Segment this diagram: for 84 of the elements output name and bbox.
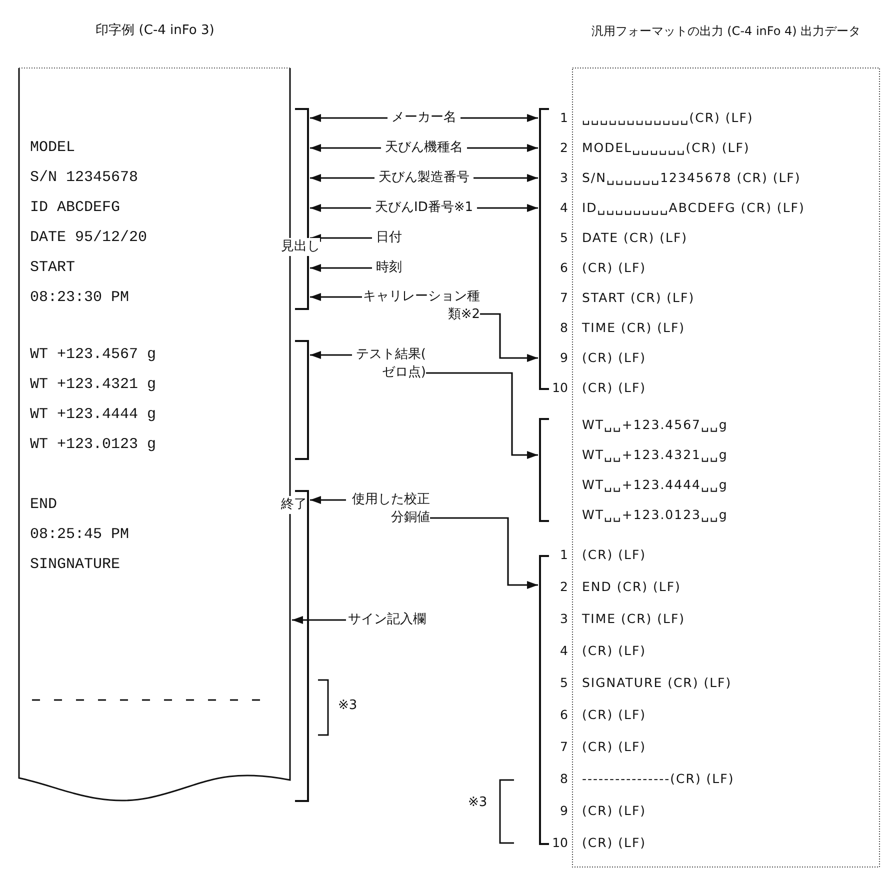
output-line: (CR) (LF) bbox=[582, 738, 646, 756]
output-line: (CR) (LF) bbox=[582, 349, 646, 367]
printed-line: ID ABCDEFG bbox=[30, 199, 120, 217]
arrow bbox=[430, 517, 538, 589]
printed-line: 08:25:45 PM bbox=[30, 526, 130, 544]
bracket-label: 見出し bbox=[281, 238, 320, 256]
bracket bbox=[294, 108, 310, 310]
arrow bbox=[310, 264, 372, 272]
output-line: (CR) (LF) bbox=[582, 642, 646, 660]
line-number: 10 bbox=[552, 834, 568, 852]
line-number: 4 bbox=[560, 199, 568, 217]
printed-line: WT +123.4567 g bbox=[30, 346, 156, 364]
line-number: 3 bbox=[560, 610, 568, 628]
output-line: TIME (CR) (LF) bbox=[582, 610, 686, 628]
output-line: (CR) (LF) bbox=[582, 379, 646, 397]
output-line: (CR) (LF) bbox=[582, 706, 646, 724]
note-mark: ※3 bbox=[468, 794, 488, 812]
bracket bbox=[294, 340, 310, 460]
output-line: S/N␣␣␣␣␣␣12345678 (CR) (LF) bbox=[582, 169, 801, 187]
line-number: 5 bbox=[560, 674, 568, 692]
bracket bbox=[538, 418, 550, 522]
line-number: 8 bbox=[560, 770, 568, 788]
output-line: WT␣␣+123.4444␣␣g bbox=[582, 476, 728, 494]
printed-line: SINGNATURE bbox=[30, 556, 120, 574]
callout-label: 日付 bbox=[372, 229, 402, 247]
output-line: WT␣␣+123.4567␣␣g bbox=[582, 416, 728, 434]
line-number: 8 bbox=[560, 319, 568, 337]
output-line: START (CR) (LF) bbox=[582, 289, 695, 307]
line-number: 9 bbox=[560, 349, 568, 367]
bracket-label: 終了 bbox=[281, 496, 307, 514]
output-line: (CR) (LF) bbox=[582, 834, 646, 852]
bracket bbox=[538, 108, 550, 390]
output-line: TIME (CR) (LF) bbox=[582, 319, 686, 337]
callout-label: テスト結果(ゼロ点) bbox=[352, 346, 426, 382]
line-number: 10 bbox=[552, 379, 568, 397]
output-line: (CR) (LF) bbox=[582, 259, 646, 277]
printed-line: WT +123.4321 g bbox=[30, 376, 156, 394]
printed-line: S/N 12345678 bbox=[30, 169, 138, 187]
callout-label: キャリレーション種類※2 bbox=[362, 288, 480, 324]
printed-line: START bbox=[30, 259, 76, 277]
callout-label: 使用した校正分銅値 bbox=[346, 491, 430, 527]
arrow bbox=[292, 616, 346, 624]
bracket bbox=[538, 555, 550, 845]
output-line: (CR) (LF) bbox=[582, 802, 646, 820]
heading: 印字例 (C-4 inFo 3) bbox=[94, 22, 216, 40]
output-line: SIGNATURE (CR) (LF) bbox=[582, 674, 732, 692]
bracket bbox=[294, 490, 310, 802]
arrow bbox=[310, 293, 362, 301]
arrow bbox=[310, 496, 346, 504]
output-line: (CR) (LF) bbox=[582, 546, 646, 564]
line-number: 7 bbox=[560, 289, 568, 307]
output-line: WT␣␣+123.0123␣␣g bbox=[582, 506, 728, 524]
line-number: 1 bbox=[560, 546, 568, 564]
line-number: 4 bbox=[560, 642, 568, 660]
line-number: 3 bbox=[560, 169, 568, 187]
output-line: WT␣␣+123.4321␣␣g bbox=[582, 446, 728, 464]
printed-line: END bbox=[30, 496, 58, 514]
arrow bbox=[480, 313, 538, 362]
arrow bbox=[310, 351, 352, 359]
note-mark: ※3 bbox=[338, 697, 358, 715]
printed-line: 08:23:30 PM bbox=[30, 289, 130, 307]
heading: 汎用フォーマットの出力 (C-4 inFo 4) 出力データ bbox=[590, 23, 862, 40]
arrow bbox=[310, 234, 372, 242]
line-number: 5 bbox=[560, 229, 568, 247]
line-number: 1 bbox=[560, 109, 568, 127]
line-number: 2 bbox=[560, 578, 568, 596]
arrow bbox=[426, 372, 538, 459]
output-line: ID␣␣␣␣␣␣␣␣ABCDEFG (CR) (LF) bbox=[582, 199, 805, 217]
line-number: 2 bbox=[560, 139, 568, 157]
output-line: DATE (CR) (LF) bbox=[582, 229, 688, 247]
output-line: END (CR) (LF) bbox=[582, 578, 681, 596]
output-line: ␣␣␣␣␣␣␣␣␣␣␣␣(CR) (LF) bbox=[582, 109, 754, 127]
line-number: 7 bbox=[560, 738, 568, 756]
line-number: 9 bbox=[560, 802, 568, 820]
output-line: ----------------(CR) (LF) bbox=[582, 770, 734, 788]
printed-line: WT +123.0123 g bbox=[30, 436, 156, 454]
output-line: MODEL␣␣␣␣␣␣(CR) (LF) bbox=[582, 139, 750, 157]
printed-line: DATE 95/12/20 bbox=[30, 229, 148, 247]
callout-label: サイン記入欄 bbox=[346, 611, 426, 629]
line-number: 6 bbox=[560, 706, 568, 724]
printed-line: MODEL bbox=[30, 139, 76, 157]
line-number: 6 bbox=[560, 259, 568, 277]
printed-line: WT +123.4444 g bbox=[30, 406, 156, 424]
callout-label: 時刻 bbox=[372, 259, 402, 277]
